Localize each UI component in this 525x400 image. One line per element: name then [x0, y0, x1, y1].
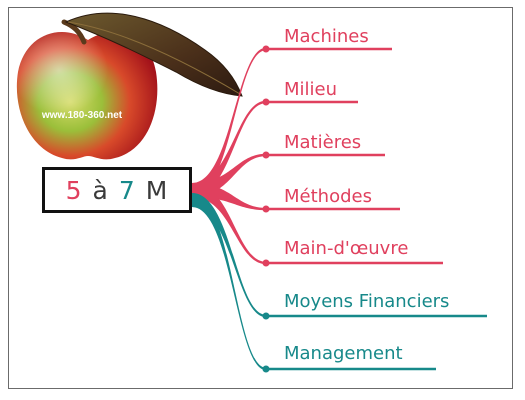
branch-node-dot-7 — [262, 365, 270, 373]
branch-node-dot-6 — [262, 312, 270, 320]
apple-illustration: www.180-360.net — [16, 12, 243, 160]
leaf-vein — [67, 21, 241, 95]
central-topic: 5 à 7 M — [42, 167, 192, 213]
branch-node-dot-2 — [262, 98, 270, 106]
branch-ribbon-5 — [192, 183, 266, 265]
center-word-a: à — [92, 175, 109, 205]
branch-node-dot-5 — [262, 259, 270, 267]
branch-label-5: Main-d'œuvre — [284, 238, 409, 259]
branch-node-dot-4 — [262, 205, 270, 213]
branch-label-4: Méthodes — [284, 186, 372, 207]
apple-leaf — [64, 12, 243, 97]
apple-shine — [16, 31, 158, 160]
branch-underlines — [262, 45, 487, 373]
center-letter-m: M — [145, 175, 169, 205]
center-number-5: 5 — [65, 175, 83, 205]
apple-stem — [61, 19, 87, 45]
apple-watermark: www.180-360.net — [41, 110, 123, 121]
branch-label-1: Machines — [284, 26, 369, 47]
branch-ribbons — [192, 47, 266, 371]
branch-label-6: Moyens Financiers — [284, 291, 450, 312]
branch-label-3: Matières — [284, 132, 362, 153]
branch-label-7: Management — [284, 343, 403, 364]
branch-node-dot-3 — [262, 151, 270, 159]
branch-label-2: Milieu — [284, 79, 338, 100]
branch-node-dot-1 — [262, 45, 270, 53]
center-number-7: 7 — [118, 175, 136, 205]
diagram-frame — [8, 7, 513, 389]
